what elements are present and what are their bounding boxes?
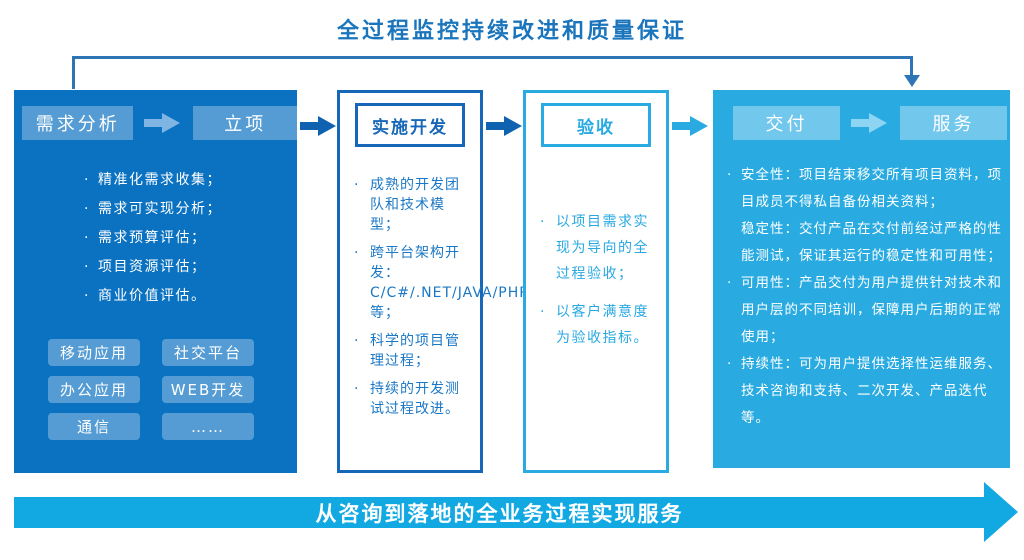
- bullet-text: 以客户满意度为验收指标。: [556, 304, 649, 346]
- bullet-text: 持续的开发测试过程改进。: [370, 381, 460, 417]
- tag-ellipsis: ……: [162, 413, 254, 440]
- list-item: · 科学的项目管理过程；: [354, 331, 468, 371]
- tag-web-development: WEB开发: [162, 376, 254, 403]
- bullet-text: 以项目需求实现为导向的全过程验收；: [556, 214, 649, 282]
- chip-delivery: 交付: [733, 106, 840, 140]
- chip-arrow-icon: [143, 111, 181, 135]
- page-title: 全过程监控持续改进和质量保证: [336, 19, 687, 44]
- bullet-dot: ·: [354, 177, 360, 193]
- bullet-dot: ·: [354, 245, 360, 261]
- list-item: · 项目资源评估；: [84, 253, 297, 282]
- chip-initiation: 立项: [193, 106, 297, 140]
- chip-requirements: 需求分析: [22, 106, 134, 140]
- bullet-text: 持续性：可为用户提供选择性运维服务、技术咨询和支持、二次开发、产品迭代等。: [741, 356, 1002, 426]
- development-bullet-list: · 成熟的开发团队和技术模型； ·跨平台架构开发：C/C#/.NET/JAVA/P…: [340, 175, 657, 419]
- bullet-dot: ·: [540, 304, 546, 320]
- tag-social-platform: 社交平台: [162, 339, 254, 366]
- bullet-text: 商业价值评估。: [98, 288, 207, 304]
- bullet-text: 科学的项目管理过程；: [370, 333, 460, 369]
- list-item: · 持续的开发测试过程改进。: [354, 379, 468, 419]
- panel-delivery-service: 交付 服务 ·安全性：项目结束移交所有项目资料，项目成员不得私自备份相关资料； …: [713, 90, 1010, 468]
- tag-office-apps: 办公应用: [48, 376, 140, 403]
- analysis-bullet-list: · 精准化需求收集； · 需求可实现分析； · 需求预算评估； · 项目资源评估； · 商…: [14, 166, 297, 311]
- bracket-down-arrow-icon: [904, 75, 920, 87]
- acceptance-header: 验收: [541, 103, 651, 147]
- list-item: · 商业价值评估。: [84, 282, 297, 311]
- banner-arrowhead-icon: [984, 482, 1018, 542]
- bullet-text: 项目资源评估；: [98, 259, 207, 275]
- tag-mobile-apps: 移动应用: [48, 339, 140, 366]
- list-item: · 可用性：产品交付为用户提供针对技术和用户层的不同培训，保障用户后期的正常使用；: [727, 270, 1003, 351]
- list-item: ·稳定性：交付产品在交付前经过严格的性能测试，保证其运行的稳定性和可用性；: [741, 216, 1003, 270]
- bullet-dot: ·: [84, 172, 90, 188]
- list-item: · 成熟的开发团队和技术模型；: [354, 175, 468, 235]
- bracket-left-tick: [72, 56, 75, 89]
- bullet-text: 可用性：产品交付为用户提供针对技术和用户层的不同培训，保障用户后期的正常使用；: [741, 275, 1002, 345]
- banner-arrow: 从咨询到落地的全业务过程实现服务: [14, 497, 985, 528]
- analysis-tag-grid: 移动应用 社交平台 办公应用 WEB开发 通信 ……: [48, 339, 297, 440]
- list-item: · 需求可实现分析；: [84, 195, 297, 224]
- banner-text: 从咨询到落地的全业务过程实现服务: [315, 501, 684, 526]
- bullet-dot: ·: [727, 167, 733, 183]
- chip-arrow-icon: [850, 111, 888, 135]
- list-item: · 持续性：可为用户提供选择性运维服务、技术咨询和支持、二次开发、产品迭代等。: [727, 351, 1003, 432]
- list-item: ·跨平台架构开发：C/C#/.NET/JAVA/PHP/JSP/IOS/Andr…: [354, 243, 657, 323]
- list-item: · 精准化需求收集；: [84, 166, 297, 195]
- flow-arrow-icon: [486, 114, 522, 142]
- bullet-text: 成熟的开发团队和技术模型；: [370, 177, 460, 233]
- delivery-chip-row: 交付 服务: [713, 90, 1010, 140]
- bullet-dot: ·: [84, 288, 90, 304]
- bullet-dot: ·: [84, 230, 90, 246]
- list-item: · 需求预算评估；: [84, 224, 297, 253]
- delivery-bullet-list: ·安全性：项目结束移交所有项目资料，项目成员不得私自备份相关资料； ·稳定性：交…: [713, 162, 1010, 432]
- development-header: 实施开发: [355, 103, 465, 147]
- bullet-text: 精准化需求收集；: [98, 172, 222, 188]
- panel-requirements-analysis: 需求分析 立项 · 精准化需求收集； · 需求可实现分析； · 需求预算评估； · 项目…: [14, 90, 297, 473]
- flow-arrow-icon: [300, 114, 336, 142]
- bullet-dot: ·: [84, 201, 90, 217]
- bullet-dot: ·: [354, 333, 360, 349]
- analysis-chip-row: 需求分析 立项: [14, 90, 297, 140]
- bullet-text: 稳定性：交付产品在交付前经过严格的性能测试，保证其运行的稳定性和可用性；: [741, 221, 1002, 264]
- list-item: · 以客户满意度为验收指标。: [540, 299, 654, 351]
- panel-acceptance: 验收 · 以项目需求实现为导向的全过程验收； · 以客户满意度为验收指标。: [523, 90, 669, 473]
- tag-communications: 通信: [48, 413, 140, 440]
- acceptance-bullet-list: · 以项目需求实现为导向的全过程验收； · 以客户满意度为验收指标。: [526, 209, 666, 351]
- bracket-line: [72, 56, 913, 59]
- bullet-dot: ·: [727, 356, 733, 372]
- panel-implementation-development: 实施开发 · 成熟的开发团队和技术模型； ·跨平台架构开发：C/C#/.NET/J…: [337, 90, 657, 473]
- bullet-dot: ·: [354, 381, 360, 397]
- bullet-dot: ·: [84, 259, 90, 275]
- list-item: · 以项目需求实现为导向的全过程验收；: [540, 209, 654, 287]
- chip-service: 服务: [900, 106, 1007, 140]
- list-item: · 安全性：项目结束移交所有项目资料，项目成员不得私自备份相关资料；: [727, 162, 1003, 216]
- bullet-text: 需求预算评估；: [98, 230, 207, 246]
- flow-arrow-icon: [672, 114, 708, 142]
- bullet-dot: ·: [727, 275, 733, 291]
- bullet-text: 需求可实现分析；: [98, 201, 222, 217]
- bullet-dot: ·: [540, 214, 546, 230]
- bracket-right-tick: [910, 56, 913, 76]
- bullet-text: 安全性：项目结束移交所有项目资料，项目成员不得私自备份相关资料；: [741, 167, 1002, 210]
